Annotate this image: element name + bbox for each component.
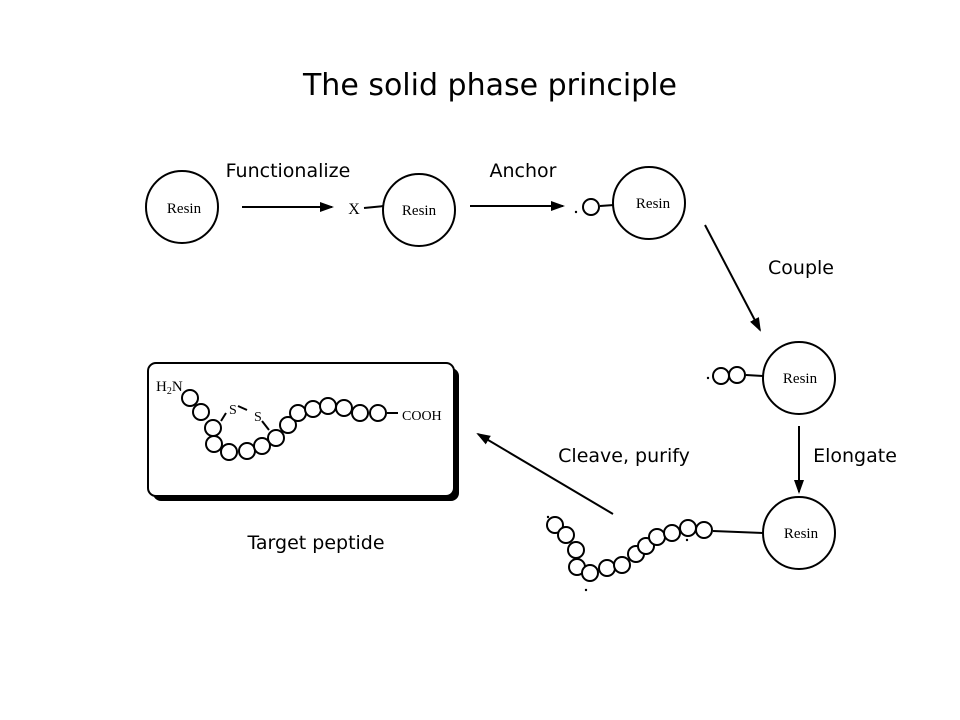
resin-bead-start: Resin [145,170,219,244]
resin-bead-coupled: Resin [706,341,836,415]
resin-bead-anchored: Resin [574,166,686,240]
step-label-couple: Couple [768,257,834,279]
page-title: The solid phase principle [302,68,677,103]
resin-label: Resin [784,526,819,542]
resin-label: Resin [402,203,437,219]
step-label-functionalize: Functionalize [226,160,351,182]
resin-label: Resin [167,201,202,217]
n-terminus-label: H2N [156,379,183,397]
sulfur-label-1: S [229,403,237,418]
target-peptide-box: H2N S S COOH [147,362,459,501]
arrow-couple [704,224,761,332]
resin-label: Resin [636,196,671,212]
functional-group-x: X [348,201,360,218]
step-label-elongate: Elongate [813,445,897,467]
step-label-anchor: Anchor [490,160,557,182]
peptide-chain-target [181,389,387,461]
sulfur-label-2: S [254,410,262,425]
target-peptide-caption: Target peptide [246,532,384,554]
resin-bead-functionalized: X Resin [348,173,456,247]
resin-label: Resin [783,371,818,387]
c-terminus-label: COOH [402,409,442,424]
step-label-cleave-purify: Cleave, purify [558,445,690,467]
peptide-chain-growing [546,516,713,582]
resin-bead-elongated: Resin [546,496,836,592]
arrow-cleave-purify [476,432,614,515]
